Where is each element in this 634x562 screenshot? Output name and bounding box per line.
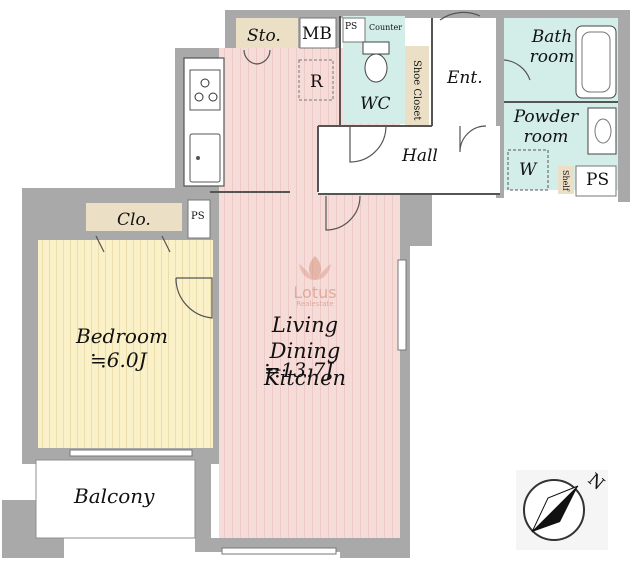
wc-ps-fill bbox=[342, 17, 366, 43]
ldk-label: Living Dining Kitchen bbox=[263, 313, 347, 390]
lotus-icon bbox=[299, 256, 331, 280]
bathtub bbox=[575, 25, 617, 99]
toilet bbox=[362, 41, 390, 83]
storage-label: Sto. bbox=[247, 26, 281, 46]
bath-room-label: Bath room bbox=[529, 27, 575, 67]
powder-room-label: Powder room bbox=[513, 107, 579, 147]
meter-box-label: MB bbox=[302, 24, 332, 44]
shoe-closet-fill bbox=[405, 46, 429, 126]
watermark-logo: Lotus Realestate bbox=[284, 254, 346, 308]
washer-outline bbox=[507, 149, 549, 191]
bedroom-floor bbox=[38, 240, 213, 448]
closet-label: Clo. bbox=[117, 210, 151, 230]
bath-ps-label: PS bbox=[586, 170, 610, 190]
vanity bbox=[587, 107, 617, 155]
closet-fill bbox=[86, 203, 182, 231]
washer-label: W bbox=[519, 160, 537, 180]
bedroom-ps-label: PS bbox=[191, 211, 205, 222]
kitchen-counter bbox=[183, 57, 225, 187]
hall-label: Hall bbox=[402, 146, 438, 166]
refrigerator-outline bbox=[298, 59, 334, 101]
wc-label: WC bbox=[360, 94, 391, 114]
bedroom-ps-fill bbox=[187, 199, 211, 239]
balcony-floor bbox=[35, 459, 196, 539]
refrigerator-label: R bbox=[310, 72, 323, 92]
doors bbox=[95, 11, 531, 319]
entrance-floor bbox=[432, 18, 496, 126]
bedroom-size: ≒6.0J bbox=[90, 348, 147, 372]
watermark-brand: Lotus bbox=[293, 283, 337, 302]
counter-label: Counter bbox=[369, 23, 403, 32]
meter-box-fill bbox=[299, 17, 337, 49]
bath-ps-fill bbox=[575, 165, 617, 197]
compass-rose bbox=[516, 470, 608, 550]
wc-ps-label: PS bbox=[345, 22, 358, 32]
ldk-size: ≒13.7J bbox=[264, 358, 334, 382]
bedroom-label: Bedroom bbox=[76, 324, 168, 348]
shelf-label: Shelf bbox=[561, 170, 570, 191]
shelf-fill bbox=[558, 166, 574, 194]
hall-floor bbox=[318, 126, 500, 194]
entrance-label: Ent. bbox=[447, 68, 483, 88]
interior-walls bbox=[210, 16, 618, 195]
balcony-label: Balcony bbox=[74, 484, 155, 508]
storage-fill bbox=[236, 18, 298, 48]
watermark-sub: Realestate bbox=[296, 300, 334, 308]
shoe-closet-label: Shoe Closet bbox=[411, 60, 422, 121]
windows bbox=[69, 259, 407, 555]
